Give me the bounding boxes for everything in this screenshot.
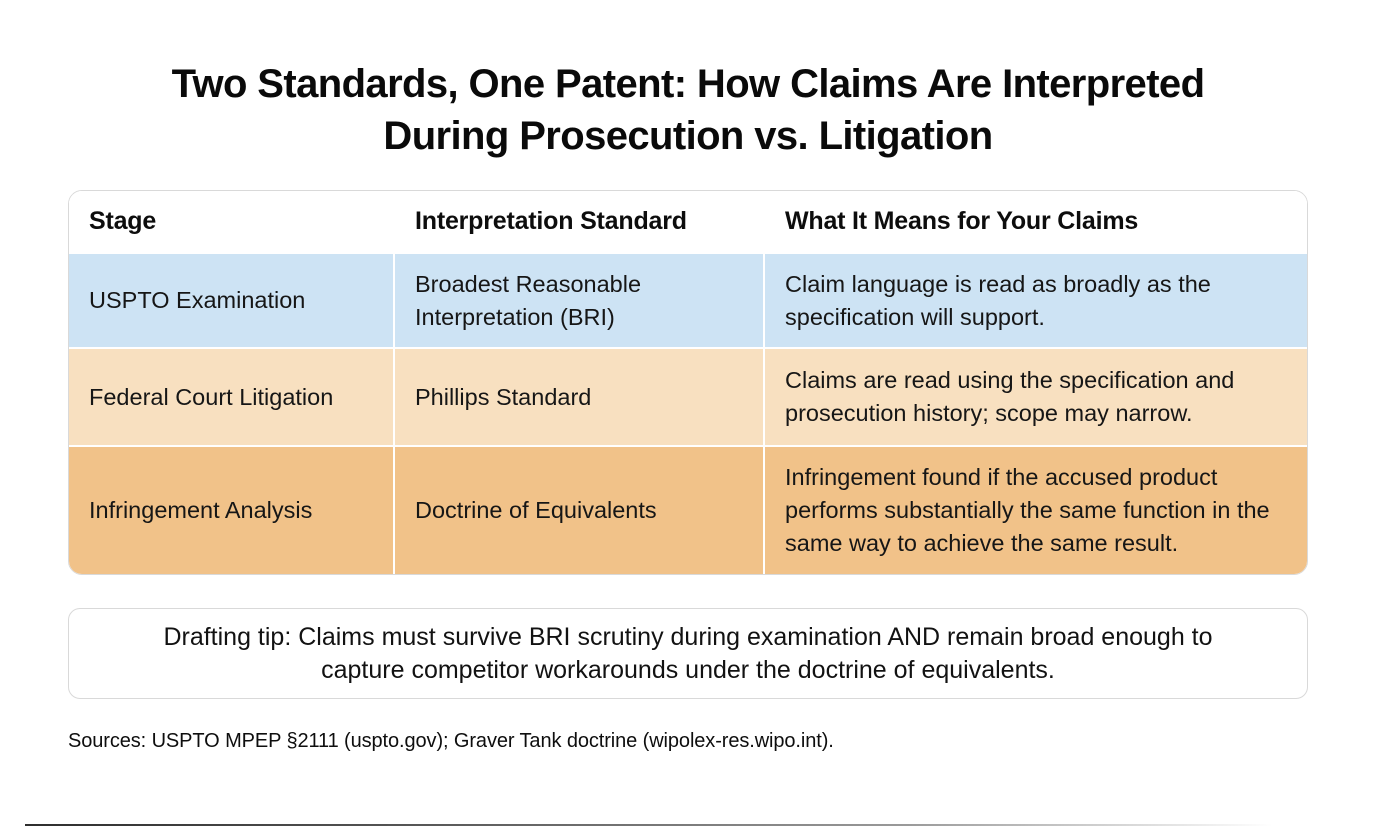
claims-interpretation-table: Stage Interpretation Standard What It Me… bbox=[68, 190, 1308, 575]
table-cell-meaning-row-3: Infringement found if the accused produc… bbox=[765, 447, 1307, 574]
table-grid: Stage Interpretation Standard What It Me… bbox=[69, 191, 1307, 574]
page-title-line-2: During Prosecution vs. Litigation bbox=[383, 114, 993, 158]
page-title-line-1: Two Standards, One Patent: How Claims Ar… bbox=[171, 62, 1205, 106]
header-cell-interpretation-standard: Interpretation Standard bbox=[395, 191, 763, 252]
table-cell-stage-row-2: Federal Court Litigation bbox=[69, 349, 393, 445]
table-cell-meaning-row-2: Claims are read using the specification … bbox=[765, 349, 1307, 445]
sources-note: Sources: USPTO MPEP §2111 (uspto.gov); G… bbox=[68, 730, 834, 752]
drafting-tip-box: Drafting tip: Claims must survive BRI sc… bbox=[68, 608, 1308, 699]
table-cell-stage-row-3: Infringement Analysis bbox=[69, 447, 393, 574]
page-title: Two Standards, One Patent: How Claims Ar… bbox=[68, 58, 1308, 162]
header-cell-stage: Stage bbox=[69, 191, 393, 252]
drafting-tip-line-1: Drafting tip: Claims must survive BRI sc… bbox=[163, 622, 1213, 651]
header-cell-what-it-means: What It Means for Your Claims bbox=[765, 191, 1307, 252]
drafting-tip-line-2: capture competitor workarounds under the… bbox=[321, 655, 1055, 684]
table-cell-standard-row-3: Doctrine of Equivalents bbox=[395, 447, 763, 574]
table-cell-meaning-row-1: Claim language is read as broadly as the… bbox=[765, 254, 1307, 347]
table-cell-standard-row-1: Broadest Reasonable Interpretation (BRI) bbox=[395, 254, 763, 347]
infographic-page: Two Standards, One Patent: How Claims Ar… bbox=[0, 58, 1376, 826]
table-cell-standard-row-2: Phillips Standard bbox=[395, 349, 763, 445]
table-cell-stage-row-1: USPTO Examination bbox=[69, 254, 393, 347]
